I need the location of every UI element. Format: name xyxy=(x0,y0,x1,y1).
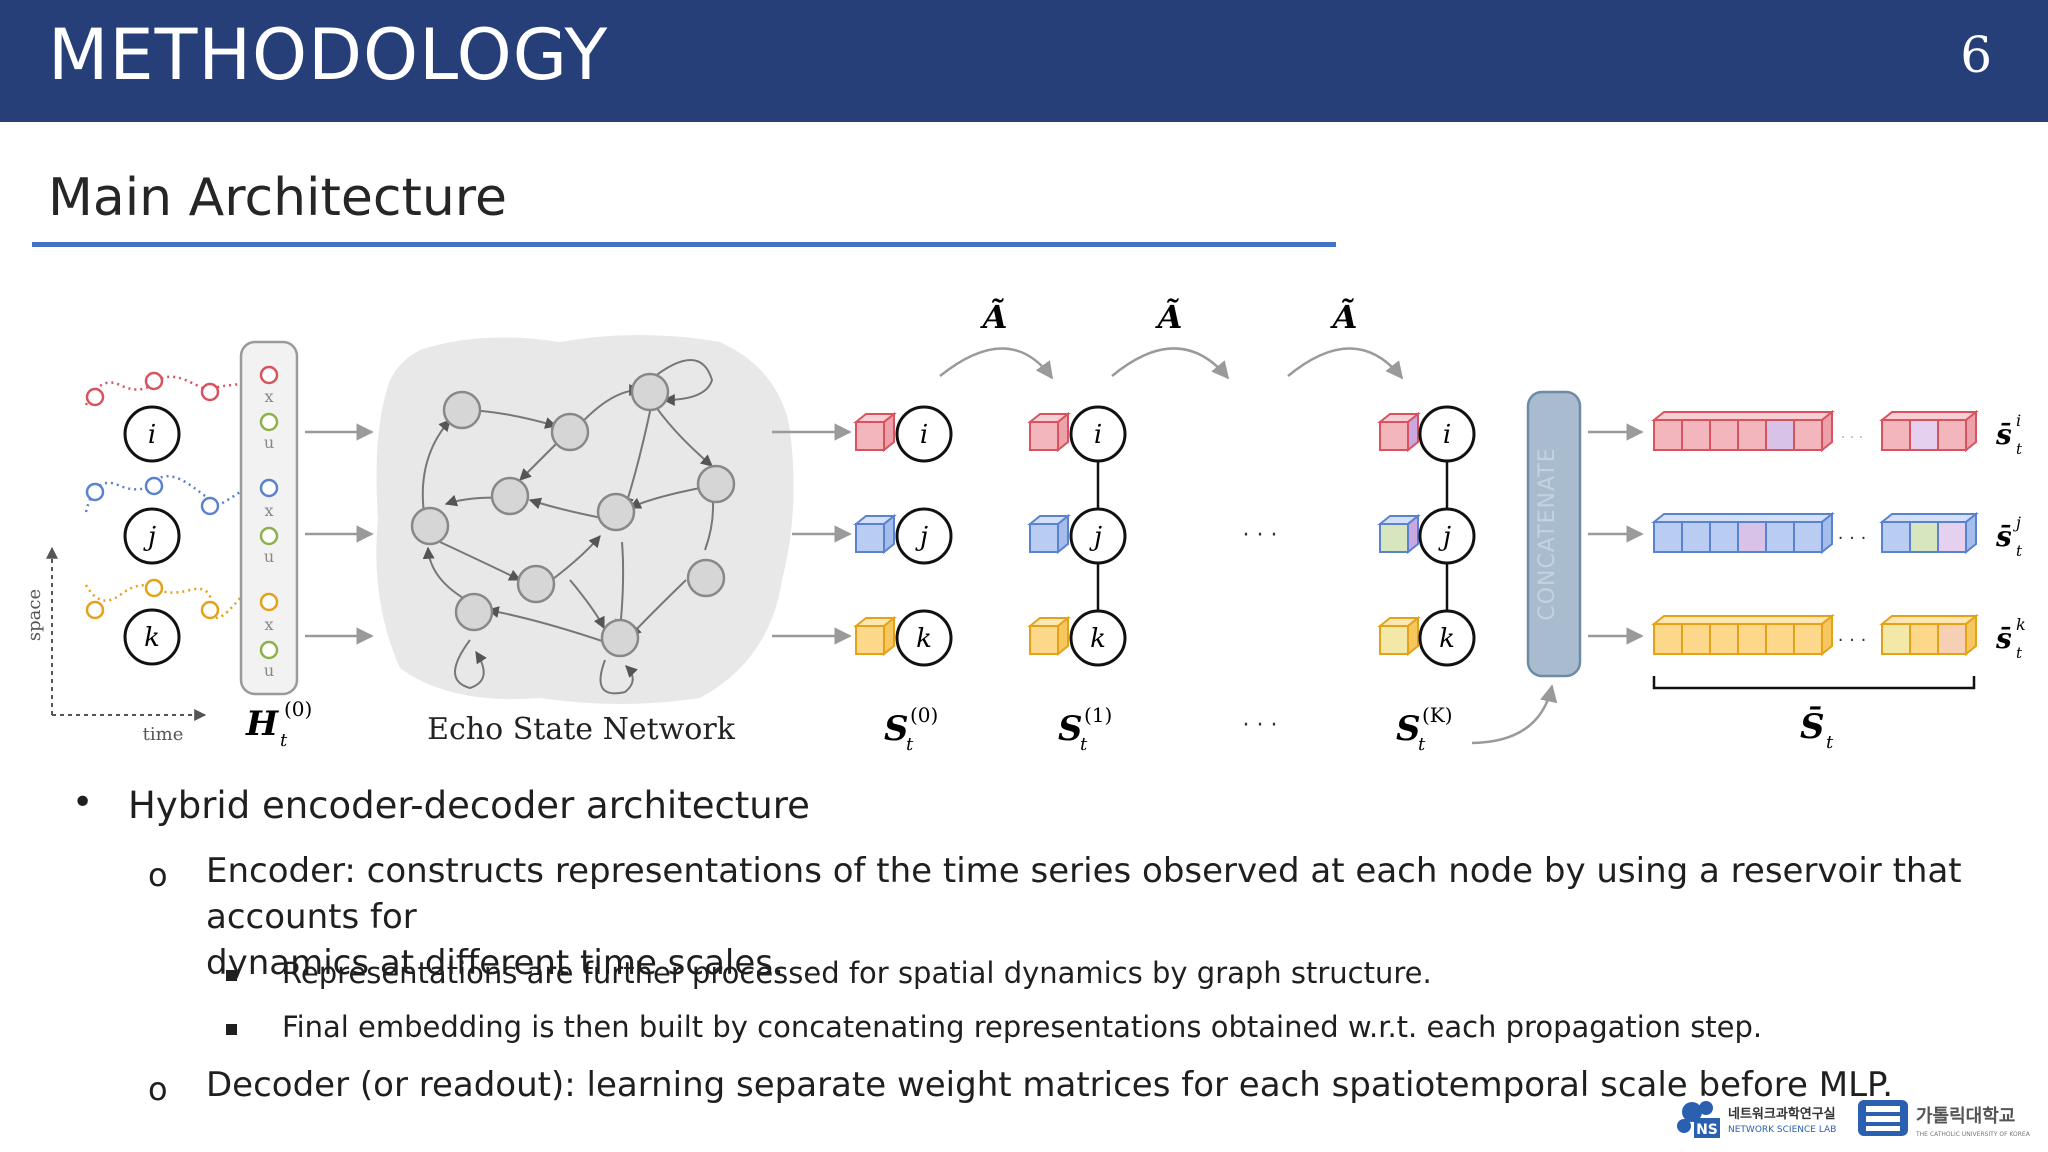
svg-text:space: space xyxy=(24,589,45,641)
svg-text:k: k xyxy=(1439,624,1455,654)
svg-text:i: i xyxy=(148,420,156,450)
svg-text:Echo State Network: Echo State Network xyxy=(427,712,736,747)
s1-column: i j k S (1) t xyxy=(1027,405,1127,755)
svg-text:k: k xyxy=(1090,624,1106,654)
square-bullet-marker xyxy=(226,1024,237,1035)
h-to-esn-arrows xyxy=(305,423,374,645)
svg-text:u: u xyxy=(264,661,274,680)
svg-text:i: i xyxy=(1443,420,1451,450)
page-number: 6 xyxy=(1960,26,1992,84)
svg-text:Ã: Ã xyxy=(1330,298,1358,336)
bullet-hybrid-architecture: Hybrid encoder-decoder architecture xyxy=(128,784,810,827)
embedding-row-i: · · · xyxy=(1651,409,1979,453)
input-node-i: i xyxy=(123,405,181,463)
svg-text:j: j xyxy=(2013,513,2021,532)
sub-bullet-marker: o xyxy=(148,856,168,894)
svg-text:· · ·: · · · xyxy=(1243,713,1278,738)
svg-text:H: H xyxy=(245,704,280,744)
svg-text:S: S xyxy=(884,709,909,749)
propagation-arrows: Ã Ã Ã xyxy=(939,298,1404,380)
section-title: Main Architecture xyxy=(48,168,508,228)
bullet-final-embedding: Final embedding is then built by concate… xyxy=(282,1010,1763,1044)
svg-text:i: i xyxy=(2016,411,2021,430)
svg-text:(0): (0) xyxy=(284,697,312,721)
svg-text:· · ·: · · · xyxy=(1838,528,1867,549)
input-node-j: j xyxy=(123,507,181,565)
svg-text:t: t xyxy=(280,730,288,751)
row-output-labels: s̄ i t s̄ j t s̄ k t xyxy=(1995,411,2026,662)
svg-text:· · ·: · · · xyxy=(1243,523,1278,548)
concatenate-block: CONCATENATE xyxy=(1471,390,1582,745)
slide-header: METHODOLOGY 6 xyxy=(0,0,2048,122)
svg-text:네트워크과학연구실: 네트워크과학연구실 xyxy=(1728,1106,1836,1122)
svg-text:THE CATHOLIC UNIVERSITY OF KOR: THE CATHOLIC UNIVERSITY OF KOREA xyxy=(1915,1131,2031,1138)
svg-text:s̄: s̄ xyxy=(1995,520,2012,553)
bullet-encoder-line1: Encoder: constructs representations of t… xyxy=(206,851,1962,937)
svg-text:t: t xyxy=(2016,440,2023,458)
s-bar-bracket: S̄ t xyxy=(1652,676,1976,753)
svg-text:x: x xyxy=(264,501,273,520)
catholic-university-logo: 가톨릭대학교 THE CATHOLIC UNIVERSITY OF KOREA xyxy=(1858,1100,2031,1138)
bullet-spatial-dynamics: Representations are further processed fo… xyxy=(282,956,1432,990)
svg-text:i: i xyxy=(920,420,928,450)
svg-text:S̄: S̄ xyxy=(1800,706,1825,747)
svg-text:s̄: s̄ xyxy=(1995,418,2012,451)
svg-text:k: k xyxy=(144,623,160,653)
square-bullet-marker xyxy=(226,970,237,981)
svg-text:가톨릭대학교: 가톨릭대학교 xyxy=(1916,1105,2015,1127)
input-node-k: k xyxy=(123,608,181,666)
svg-text:k: k xyxy=(2016,615,2026,634)
svg-text:t: t xyxy=(2016,644,2023,662)
svg-text:S: S xyxy=(1396,709,1421,749)
concat-to-embedding-arrows xyxy=(1588,423,1644,645)
embedding-row-k: · · · xyxy=(1651,613,1979,657)
svg-text:u: u xyxy=(264,547,274,566)
echo-state-network: Echo State Network xyxy=(376,335,794,747)
h-label: H (0) t xyxy=(245,697,312,751)
svg-text:x: x xyxy=(264,387,273,406)
svg-text:NETWORK SCIENCE LAB: NETWORK SCIENCE LAB xyxy=(1728,1125,1836,1135)
bullet-marker: • xyxy=(72,782,94,823)
esn-to-s0-arrows xyxy=(772,423,852,645)
architecture-diagram: i j k space time x u x u x u H (0) t xyxy=(24,298,2026,755)
slide-title: METHODOLOGY xyxy=(48,14,609,96)
svg-text:time: time xyxy=(143,724,184,745)
svg-text:S: S xyxy=(1058,709,1083,749)
bullet-encoder: Encoder: constructs representations of t… xyxy=(206,848,2026,986)
bullet-encoder-line2: dynamics at different time scales. xyxy=(206,943,784,983)
space-time-axes: space time xyxy=(24,546,207,745)
svg-text:Ã: Ã xyxy=(1155,298,1183,336)
sk-column: i j k S (K) t xyxy=(1377,405,1476,755)
svg-text:(1): (1) xyxy=(1084,703,1112,727)
svg-text:t: t xyxy=(1080,734,1088,755)
svg-text:· · ·: · · · xyxy=(1841,430,1863,446)
svg-text:NS: NS xyxy=(1696,1122,1718,1138)
svg-text:CONCATENATE: CONCATENATE xyxy=(1535,447,1560,620)
svg-text:u: u xyxy=(264,433,274,452)
svg-text:t: t xyxy=(2016,542,2023,560)
svg-text:(0): (0) xyxy=(910,703,938,727)
s0-column: i j k S (0) t xyxy=(853,405,953,755)
network-science-lab-logo: NS 네트워크과학연구실 NETWORK SCIENCE LAB xyxy=(1677,1101,1836,1138)
input-time-series xyxy=(84,371,265,620)
svg-text:x: x xyxy=(264,615,273,634)
svg-text:t: t xyxy=(1826,732,1834,753)
footer-logos: NS 네트워크과학연구실 NETWORK SCIENCE LAB 가톨릭대학교 … xyxy=(1677,1100,2031,1138)
svg-text:k: k xyxy=(916,624,932,654)
section-divider xyxy=(32,242,1336,247)
svg-text:s̄: s̄ xyxy=(1995,622,2012,655)
svg-text:t: t xyxy=(906,734,914,755)
middle-ellipsis: · · · · · · xyxy=(1243,523,1278,738)
h-input-column: x u x u x u xyxy=(239,340,299,696)
svg-text:t: t xyxy=(1418,734,1426,755)
svg-text:i: i xyxy=(1094,420,1102,450)
svg-text:Ã: Ã xyxy=(980,298,1008,336)
svg-text:(K): (K) xyxy=(1422,703,1453,727)
sub-bullet-marker: o xyxy=(148,1070,168,1108)
embedding-row-j: · · · xyxy=(1651,511,1979,555)
svg-text:· · ·: · · · xyxy=(1838,630,1867,651)
bullet-decoder: Decoder (or readout): learning separate … xyxy=(206,1065,1894,1105)
